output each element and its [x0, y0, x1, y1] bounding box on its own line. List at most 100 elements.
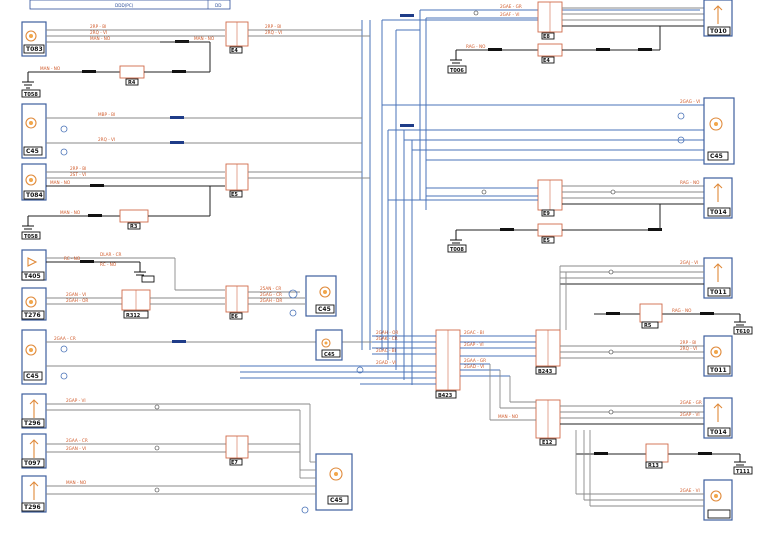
t296b-tag: T296	[24, 504, 41, 511]
ground-t610: T610	[733, 314, 753, 335]
t276-tag: T276	[24, 312, 41, 319]
component-t296-a: T296	[21, 393, 47, 429]
wire-label-2: 2RQ - VI	[90, 30, 107, 35]
wire-label-38: 2RQ - VI	[265, 30, 282, 35]
wire-label-37: 2RP - BI	[265, 24, 281, 29]
c45e-tag: C45	[330, 497, 343, 504]
connector-e4: E4	[225, 21, 249, 54]
connector-e8: E8	[537, 1, 563, 40]
connector-b243: B243	[535, 329, 561, 375]
e12-tag: E12	[542, 440, 553, 446]
t014b-tag: T014	[710, 429, 727, 436]
wire-label-29: 2GAP - VI	[66, 398, 86, 403]
connector-e5b: E5	[537, 223, 563, 244]
connector-r13: R13	[645, 443, 669, 469]
ground-t111: T111	[733, 454, 753, 475]
t405-tag: T405	[24, 273, 41, 280]
component-t014-b: T014	[703, 397, 733, 439]
e6-tag: E6	[231, 314, 238, 320]
component-t405: T405	[21, 249, 47, 281]
t014-tag: T014	[710, 209, 727, 216]
connector-b423: B423	[435, 329, 461, 399]
component-t097: T097	[21, 433, 47, 469]
wire-label-45: RAG - NO	[672, 308, 692, 313]
component-t011-b: T011	[703, 335, 733, 377]
component-c45-b: C45	[305, 275, 337, 317]
e4-tag: E4	[231, 48, 238, 54]
component-t084: T084	[21, 163, 47, 201]
wire-label-21: 2GAK - CR	[376, 336, 398, 341]
connector-r312: R312	[121, 289, 151, 319]
wire-label-26: 2GAP - VI	[464, 342, 484, 347]
wire-label-34: 2GAF - VI	[500, 12, 519, 17]
component-t276: T276	[21, 287, 47, 321]
wire-label-7: 2RQ - VI	[98, 137, 115, 142]
t296a-tag: T296	[24, 420, 41, 427]
wire-label-11: MAN - NO	[60, 210, 81, 215]
wire-label-23: 2GAD - VI	[376, 360, 396, 365]
wire-label-33: 2GAE - GR	[500, 4, 522, 9]
b243-tag: B243	[538, 369, 553, 375]
wire-label-25: 2GAC - BI	[464, 330, 484, 335]
component-c45-d: C45	[315, 329, 343, 361]
component-t296-b: T296	[21, 475, 47, 513]
t010-tag: T010	[710, 28, 727, 35]
wire-label-5: MAN - NO	[40, 66, 61, 71]
wire-label-18: 2GAH - DR	[260, 298, 282, 303]
ground-t006: T006	[447, 50, 467, 74]
r5-tag: R5	[644, 323, 652, 329]
connector-e5: E5	[225, 163, 249, 198]
component-c45-c: C45	[21, 329, 47, 385]
t083-tag: T083	[26, 46, 43, 53]
wire-label-17: 2GAG - CR	[260, 292, 282, 297]
e8-tag: E8	[543, 34, 550, 40]
r312-tag: R312	[126, 313, 141, 319]
wire-label-19: 2GAA - CR	[54, 336, 76, 341]
wire-label-36: 2GAG - VI	[680, 99, 700, 104]
wire-label-41: 2GAE - GR	[680, 400, 702, 405]
t011b-tag: T011	[710, 367, 727, 374]
t011-tag: T011	[710, 289, 727, 296]
wire-label-8: 2RP - BI	[70, 166, 86, 171]
wire-label-44: 2RQ - VI	[680, 346, 697, 351]
wire-label-3: MAN - NO	[90, 36, 111, 41]
component-t083: T083	[21, 21, 47, 57]
e4b-tag: E4	[543, 58, 550, 64]
wire-label-32: MAN - NO	[66, 480, 87, 485]
t008-tag: T008	[450, 247, 464, 253]
component-c45-a: C45	[21, 103, 47, 159]
wire-label-10: MAN - NO	[50, 180, 71, 185]
c45c-tag: C45	[26, 373, 39, 380]
t111-tag: T111	[736, 469, 750, 475]
e7-tag: E7	[231, 460, 238, 466]
wire-label-39: RAG - NO	[680, 180, 700, 185]
component-c45-e: C45	[315, 453, 353, 511]
wire-label-4: MAN - NO	[194, 36, 215, 41]
wire-label-14: 2GAN - VI	[66, 292, 86, 297]
wire-label-31: 2GAN - VI	[66, 446, 86, 451]
header-box-text: DDD(PC)	[115, 3, 134, 8]
wire-label-16: 25AN - CR	[260, 286, 281, 291]
e9-tag: E9	[543, 211, 550, 217]
component-bottom-right	[703, 479, 733, 521]
wire-label-27: 2GAA - GR	[464, 358, 486, 363]
ground-t008: T008	[447, 230, 467, 253]
c45b-tag: C45	[318, 306, 331, 313]
connector-r3: R3	[119, 209, 149, 230]
wire-label-35: RAG - NO	[466, 44, 486, 49]
component-t010: T010	[703, 0, 733, 37]
connector-e12: E12	[535, 399, 561, 446]
component-t011: T011	[703, 257, 733, 299]
wire-label-30: 2GAA - CR	[66, 438, 88, 443]
wire-label-9: 2ST - VI	[70, 172, 86, 177]
t058b-tag: T058	[24, 234, 38, 240]
ground-t058: T058	[21, 72, 41, 98]
t610-tag: T610	[736, 329, 750, 335]
c45a-tag: C45	[26, 148, 39, 155]
component-t014: T014	[703, 177, 733, 219]
ground-r7	[134, 262, 155, 283]
connector-e9: E9	[537, 179, 563, 217]
ground-t058-b: T058	[21, 216, 41, 240]
r13-tag: R13	[648, 463, 659, 469]
